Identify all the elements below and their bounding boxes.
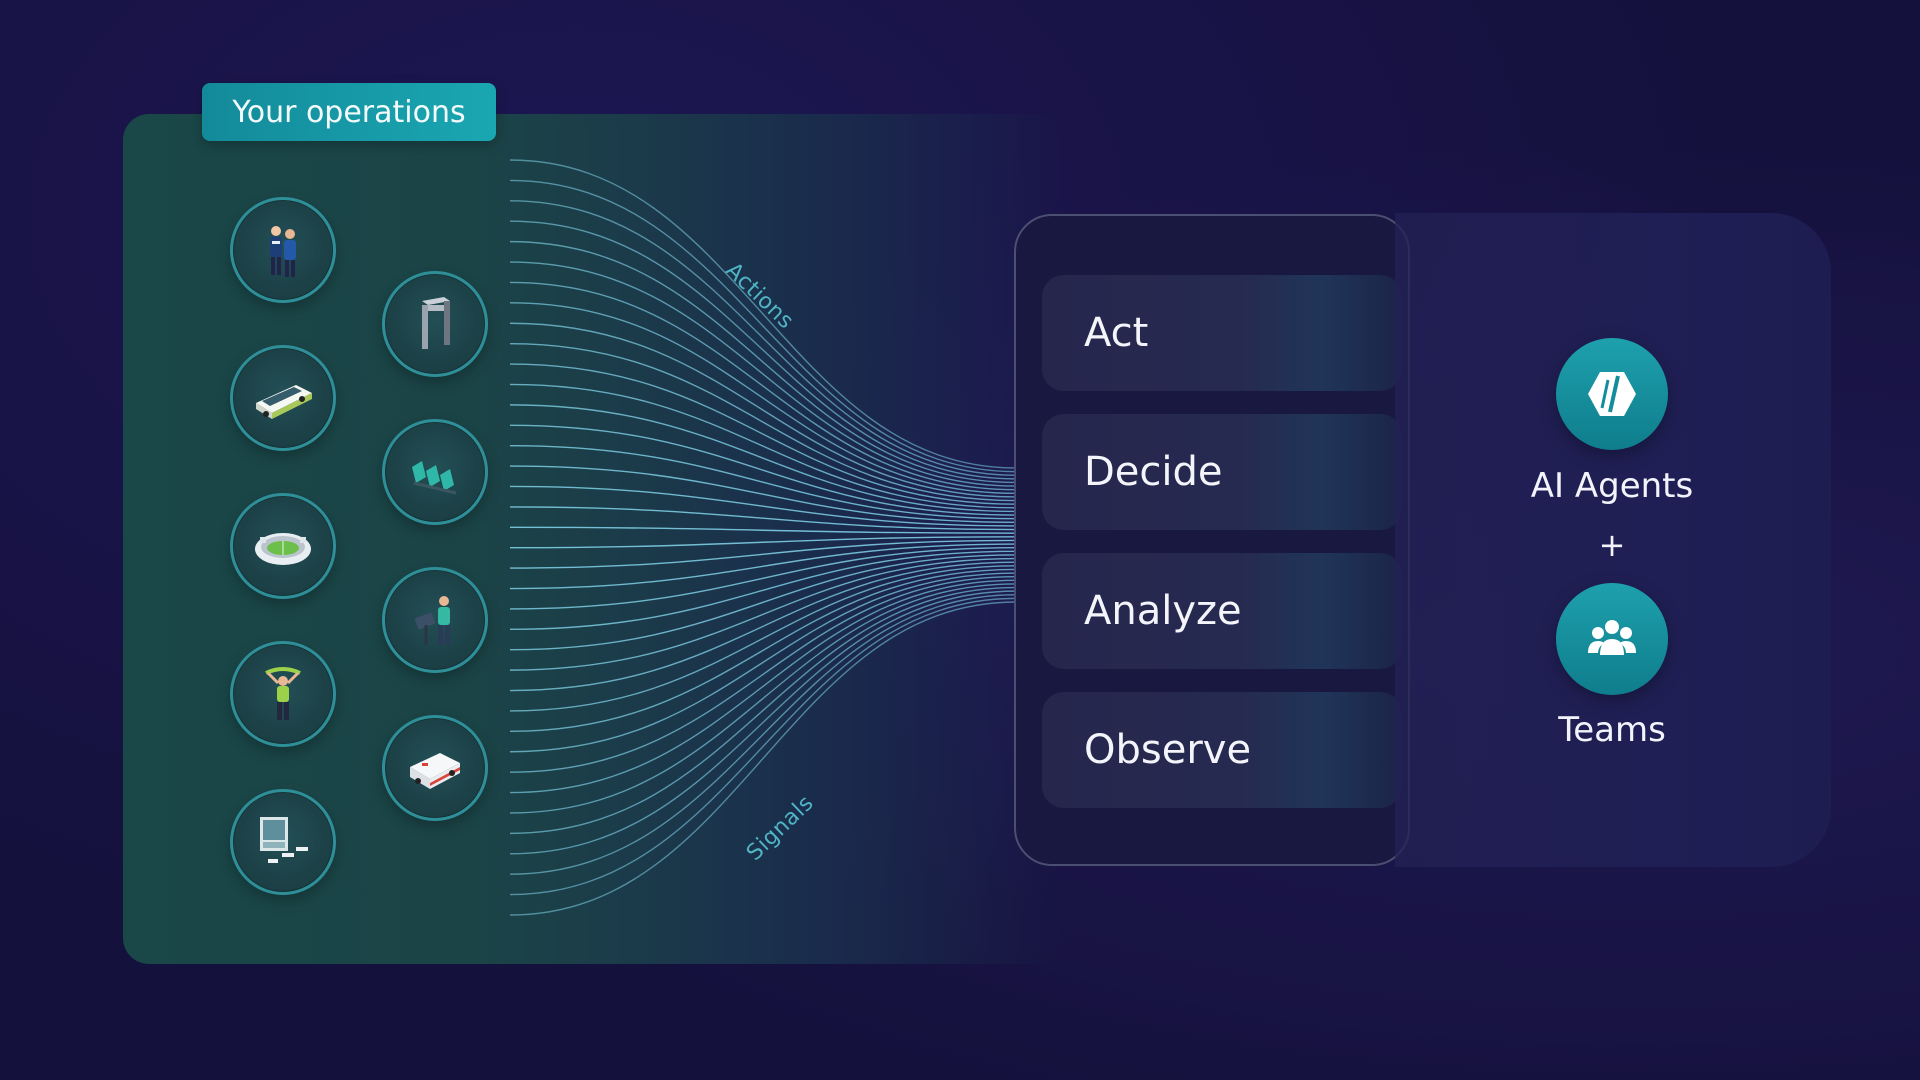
bus-icon [230, 345, 336, 451]
flow-line [509, 597, 1017, 896]
step-decide: Decide [1042, 414, 1402, 530]
flow-line [509, 557, 1017, 671]
flow-line [509, 363, 1017, 505]
step-observe: Observe [1042, 692, 1402, 808]
flow-line [509, 220, 1017, 480]
flow-line [509, 565, 1017, 712]
flow-line [509, 594, 1017, 875]
flow-line [509, 536, 1017, 549]
ambulance-icon [382, 715, 488, 821]
seats-icon [382, 419, 488, 525]
your-operations-tag: Your operations [202, 83, 496, 141]
step-analyze: Analyze [1042, 553, 1402, 669]
ai-agents-label: AI Agents [1530, 466, 1694, 506]
step-act: Act [1042, 275, 1402, 391]
flow-line [509, 506, 1017, 531]
flow-line [509, 575, 1017, 773]
flow-line [509, 568, 1017, 733]
flow-line [509, 583, 1017, 814]
flow-line [509, 579, 1017, 794]
gate-icon [382, 271, 488, 377]
flow-line [509, 543, 1017, 590]
flow-line [509, 485, 1017, 527]
flow-line [509, 302, 1017, 495]
flow-line [509, 383, 1017, 509]
flow-line [509, 261, 1017, 487]
ai-agents-badge [1556, 338, 1668, 450]
flow-line [509, 586, 1017, 835]
flow-line [509, 601, 1017, 916]
teams-label: Teams [1558, 710, 1666, 750]
fan-icon [230, 641, 336, 747]
flow-line [509, 342, 1017, 502]
flow-line [509, 539, 1017, 569]
security-staff-icon [230, 197, 336, 303]
flow-line [509, 590, 1017, 855]
flow-line [509, 159, 1017, 469]
flow-line [509, 546, 1017, 610]
flow-line [509, 526, 1017, 534]
flow-line [509, 322, 1017, 498]
flow-line [509, 554, 1017, 651]
teams-badge [1556, 583, 1668, 695]
agent-logo-icon [1588, 372, 1636, 416]
worker-icon [382, 567, 488, 673]
display-screen-icon [230, 789, 336, 895]
agents-teams-panel [1395, 213, 1831, 867]
flow-line [509, 281, 1017, 491]
flow-line [509, 561, 1017, 692]
flow-line [509, 444, 1017, 520]
plus-sign: + [1598, 526, 1626, 564]
flow-line [509, 240, 1017, 484]
flow-line [509, 572, 1017, 753]
flow-line [509, 179, 1017, 473]
flow-line [509, 424, 1017, 516]
flow-line [509, 550, 1017, 631]
team-people-icon [1588, 620, 1636, 655]
flow-line [509, 465, 1017, 524]
stadium-icon [230, 493, 336, 599]
flow-line [509, 404, 1017, 513]
flow-line [509, 200, 1017, 476]
